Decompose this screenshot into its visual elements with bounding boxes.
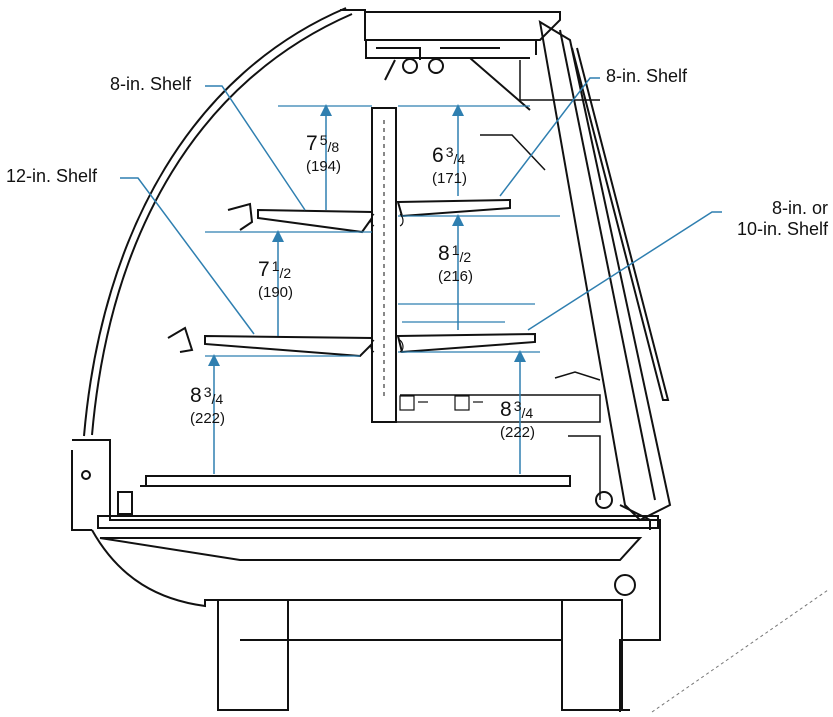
dim-whole: 8 — [190, 384, 202, 407]
callout-line-2: 10-in. Shelf — [736, 219, 828, 239]
rear-panel — [538, 20, 672, 530]
dim-whole: 7 — [258, 258, 270, 281]
back-wall — [372, 60, 601, 500]
floor-line — [651, 589, 829, 713]
light-fixture-1 — [399, 395, 428, 411]
deck — [140, 475, 571, 487]
dim-fraction: 3/4 — [445, 144, 466, 167]
callout-line-1: 8-in. or — [771, 198, 828, 218]
callout-8-or-10in-shelf: 8-in. or 10-in. Shelf — [726, 198, 828, 240]
dim-fraction: 1/2 — [451, 242, 472, 265]
dim-mm: (171) — [432, 170, 468, 187]
dim-fraction: 3/4 — [513, 398, 534, 421]
dim-whole: 7 — [306, 132, 318, 155]
callout-12in-shelf: 12-in. Shelf — [6, 166, 98, 186]
callout-8in-shelf-upper-left: 8-in. Shelf — [110, 74, 192, 94]
dim-fraction: 1/2 — [271, 258, 292, 281]
shelf-upper-right — [396, 198, 511, 218]
dim-whole: 8 — [438, 242, 450, 265]
dim-whole: 8 — [500, 398, 512, 421]
callout-leaders — [120, 77, 722, 335]
dim-fraction: 5/8 — [319, 132, 340, 155]
dim-mm: (190) — [258, 284, 294, 301]
dim-mm: (194) — [306, 158, 342, 175]
light-fixture-2 — [454, 395, 483, 411]
center-upright — [371, 107, 397, 423]
front-glass — [83, 7, 353, 437]
callout-8in-shelf-upper-right: 8-in. Shelf — [606, 66, 688, 86]
dim-mm: (222) — [190, 410, 226, 427]
dimension-lines — [205, 105, 560, 357]
shelf-lower-left — [167, 326, 373, 358]
dim-whole: 6 — [432, 144, 444, 167]
dim-mm: (216) — [438, 268, 474, 285]
shelf-upper-left — [227, 202, 373, 234]
dim-mm: (222) — [500, 424, 536, 441]
shelf-lower-right — [396, 332, 536, 354]
base-cabinet — [71, 439, 661, 712]
dim-fraction: 3/4 — [203, 384, 224, 407]
dimension-arrows — [208, 104, 526, 474]
upright-clips — [370, 213, 404, 353]
canopy — [340, 9, 561, 111]
